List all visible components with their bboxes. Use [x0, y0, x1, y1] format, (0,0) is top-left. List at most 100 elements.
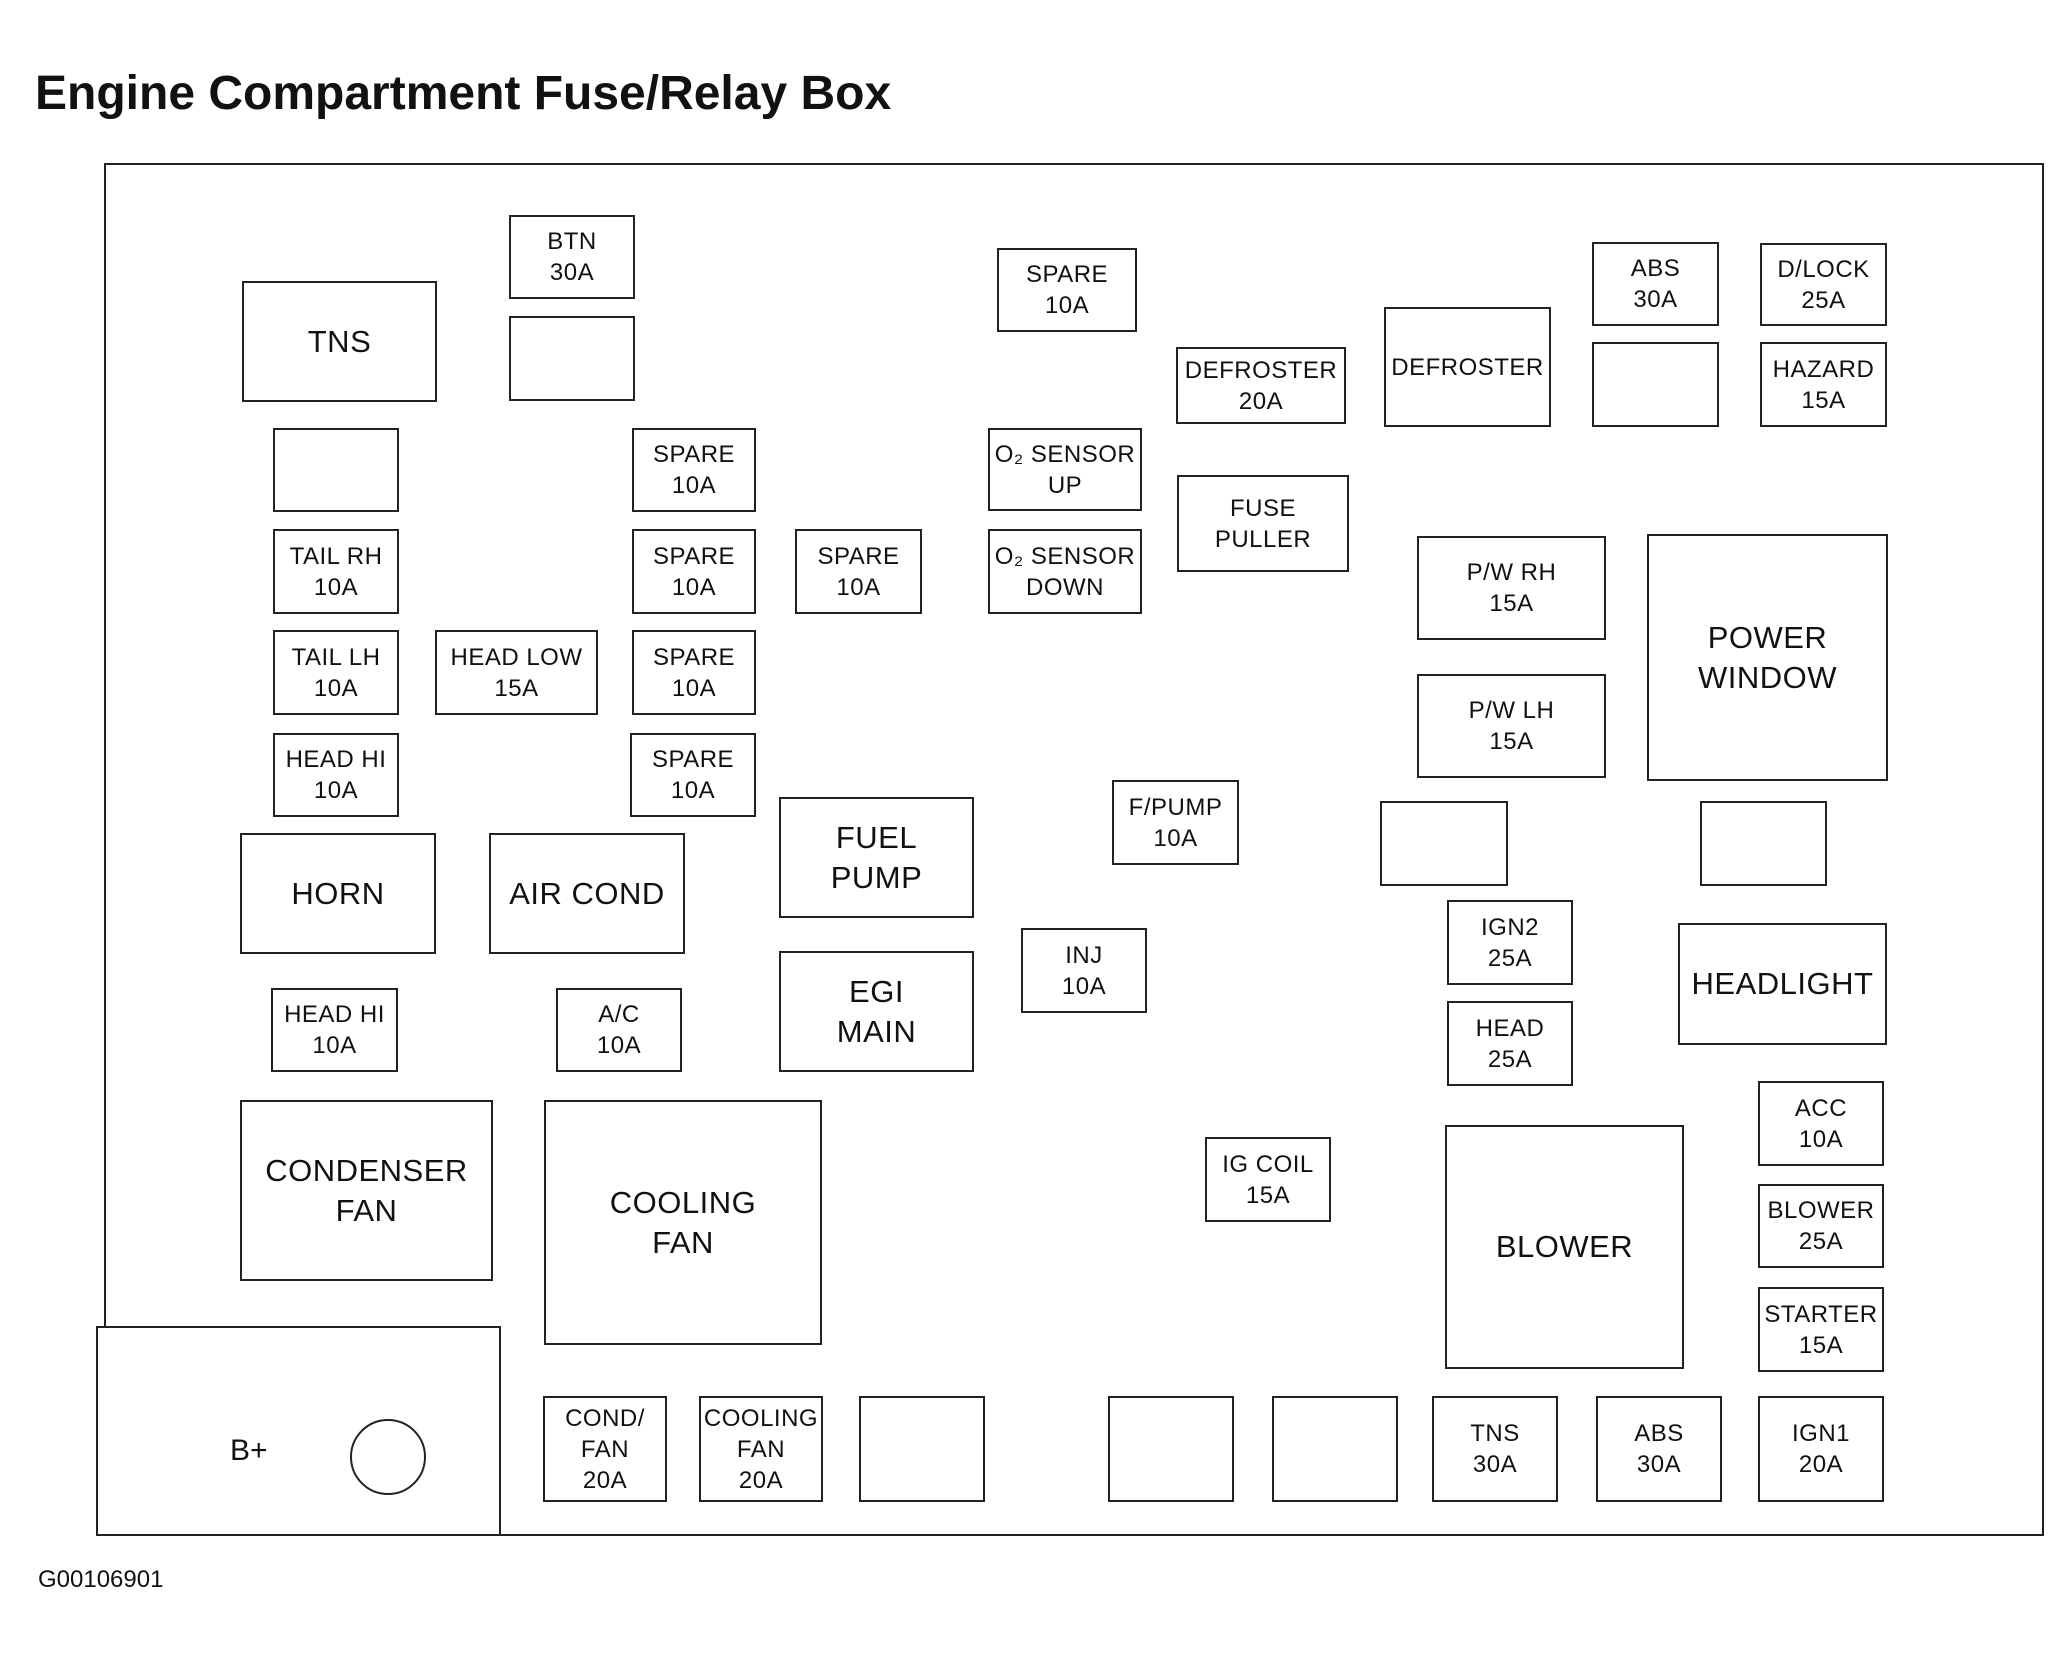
spare-fuse-6-label: SPARE 10A — [651, 746, 735, 804]
spare-fuse-2-label: SPARE 10A — [652, 441, 736, 499]
ign2-fuse-label: IGN2 25A — [1480, 913, 1539, 972]
defroster-relay-label: DEFROSTER — [1391, 353, 1544, 381]
ac-fuse-label: A/C 10A — [596, 1001, 642, 1059]
empty-7 — [1108, 1396, 1234, 1502]
horn-relay: HORN — [240, 833, 436, 954]
pw-rh-fuse-label: P/W RH 15A — [1466, 559, 1557, 617]
fuse-puller: FUSE PULLER — [1177, 475, 1349, 572]
spare-fuse-1: SPARE 10A — [997, 248, 1137, 332]
battery-terminal-area — [96, 1326, 501, 1536]
empty-2 — [1592, 342, 1719, 427]
btn-fuse-label: BTN 30A — [547, 228, 597, 286]
battery-terminal-circle — [350, 1419, 426, 1495]
starter-fuse: STARTER 15A — [1758, 1287, 1884, 1372]
blower-fuse: BLOWER 25A — [1758, 1184, 1884, 1268]
pw-lh-fuse: P/W LH 15A — [1417, 674, 1606, 778]
spare-fuse-3: SPARE 10A — [632, 529, 756, 614]
tail-lh-fuse: TAIL LH 10A — [273, 630, 399, 715]
inj-fuse-label: INJ 10A — [1061, 941, 1107, 1000]
abs-fuse-bottom: ABS 30A — [1596, 1396, 1722, 1502]
pw-rh-fuse: P/W RH 15A — [1417, 536, 1606, 640]
head-low-fuse: HEAD LOW 15A — [435, 630, 598, 715]
empty-1 — [509, 316, 635, 401]
ign1-fuse: IGN1 20A — [1758, 1396, 1884, 1502]
acc-fuse-label: ACC 10A — [1794, 1094, 1848, 1153]
cooling-fan-relay-label: COOLING FAN — [609, 1184, 757, 1260]
headlight-relay-label: HEADLIGHT — [1691, 966, 1874, 1001]
pw-lh-fuse-label: P/W LH 15A — [1468, 697, 1555, 755]
o2-sensor-up-fuse: O₂ SENSOR UP — [988, 428, 1142, 511]
head-hi-fuse-2-label: HEAD HI 10A — [284, 1001, 385, 1059]
ign2-fuse: IGN2 25A — [1447, 900, 1573, 985]
acc-fuse: ACC 10A — [1758, 1081, 1884, 1166]
tail-rh-fuse-label: TAIL RH 10A — [289, 542, 383, 601]
defroster-fuse-label: DEFROSTER 20A — [1184, 356, 1338, 415]
spare-fuse-2: SPARE 10A — [632, 428, 756, 512]
spare-fuse-4-label: SPARE 10A — [817, 542, 900, 601]
cond-fan-fuse: COND/ FAN 20A — [543, 1396, 667, 1502]
ig-coil-fuse: IG COIL 15A — [1205, 1137, 1331, 1222]
empty-5 — [1700, 801, 1827, 886]
condenser-fan-relay: CONDENSER FAN — [240, 1100, 493, 1281]
head-hi-fuse-1-label: HEAD HI 10A — [285, 746, 387, 804]
dlock-fuse: D/LOCK 25A — [1760, 243, 1887, 326]
fuse-puller-label: FUSE PULLER — [1214, 494, 1312, 553]
blower-fuse-label: BLOWER 25A — [1767, 1197, 1875, 1255]
page-title: Engine Compartment Fuse/Relay Box — [35, 67, 892, 120]
fpump-fuse: F/PUMP 10A — [1112, 780, 1239, 865]
dlock-fuse-label: D/LOCK 25A — [1777, 255, 1870, 314]
ign1-fuse-label: IGN1 20A — [1791, 1420, 1850, 1478]
figure-code: G00106901 — [38, 1566, 164, 1593]
cond-fan-fuse-label: COND/ FAN 20A — [565, 1404, 645, 1494]
ac-fuse: A/C 10A — [556, 988, 682, 1072]
defroster-fuse: DEFROSTER 20A — [1176, 347, 1346, 424]
cooling-fan-fuse: COOLING FAN 20A — [699, 1396, 823, 1502]
head-fuse-label: HEAD 25A — [1475, 1014, 1545, 1073]
tail-lh-fuse-label: TAIL LH 10A — [291, 643, 381, 702]
tail-rh-fuse: TAIL RH 10A — [273, 529, 399, 614]
fpump-fuse-label: F/PUMP 10A — [1128, 793, 1223, 852]
o2-sensor-down-fuse-label: O₂ SENSOR DOWN — [994, 542, 1136, 601]
tns-fuse-label: TNS 30A — [1470, 1420, 1520, 1478]
empty-3 — [273, 428, 399, 512]
condenser-fan-relay-label: CONDENSER FAN — [265, 1152, 468, 1228]
ig-coil-fuse-label: IG COIL 15A — [1222, 1150, 1314, 1209]
o2-sensor-up-fuse-label: O₂ SENSOR UP — [994, 440, 1136, 499]
defroster-relay: DEFROSTER — [1384, 307, 1551, 427]
starter-fuse-label: STARTER 15A — [1764, 1300, 1878, 1359]
spare-fuse-3-label: SPARE 10A — [652, 542, 736, 601]
hazard-fuse-label: HAZARD 15A — [1772, 355, 1875, 414]
empty-6 — [859, 1396, 985, 1502]
spare-fuse-5: SPARE 10A — [632, 630, 756, 715]
spare-fuse-5-label: SPARE 10A — [652, 643, 736, 702]
power-window-relay: POWER WINDOW — [1647, 534, 1888, 781]
o2-sensor-down-fuse: O₂ SENSOR DOWN — [988, 529, 1142, 614]
hazard-fuse: HAZARD 15A — [1760, 342, 1887, 427]
egi-main-relay-label: EGI MAIN — [836, 973, 917, 1049]
cooling-fan-relay: COOLING FAN — [544, 1100, 822, 1345]
tns-relay-label: TNS — [307, 323, 372, 359]
egi-main-relay: EGI MAIN — [779, 951, 974, 1072]
fuse-box-outline — [104, 163, 2044, 1536]
blower-relay: BLOWER — [1445, 1125, 1684, 1369]
abs-fuse-bottom-label: ABS 30A — [1634, 1420, 1684, 1478]
abs-fuse-top-label: ABS 30A — [1630, 255, 1681, 313]
fuel-pump-relay-label: FUEL PUMP — [830, 819, 923, 895]
head-hi-fuse-1: HEAD HI 10A — [273, 733, 399, 817]
bplus-label: B+ — [230, 1434, 268, 1467]
head-low-fuse-label: HEAD LOW 15A — [450, 643, 583, 702]
air-cond-relay: AIR COND — [489, 833, 685, 954]
empty-8 — [1272, 1396, 1398, 1502]
spare-fuse-4: SPARE 10A — [795, 529, 922, 614]
spare-fuse-6: SPARE 10A — [630, 733, 756, 817]
cooling-fan-fuse-label: COOLING FAN 20A — [703, 1404, 819, 1494]
spare-fuse-1-label: SPARE 10A — [1025, 261, 1109, 319]
empty-4 — [1380, 801, 1508, 886]
btn-fuse: BTN 30A — [509, 215, 635, 299]
tns-relay: TNS — [242, 281, 437, 402]
power-window-relay-label: POWER WINDOW — [1697, 619, 1838, 695]
head-fuse: HEAD 25A — [1447, 1001, 1573, 1086]
inj-fuse: INJ 10A — [1021, 928, 1147, 1013]
abs-fuse-top: ABS 30A — [1592, 242, 1719, 326]
tns-fuse: TNS 30A — [1432, 1396, 1558, 1502]
